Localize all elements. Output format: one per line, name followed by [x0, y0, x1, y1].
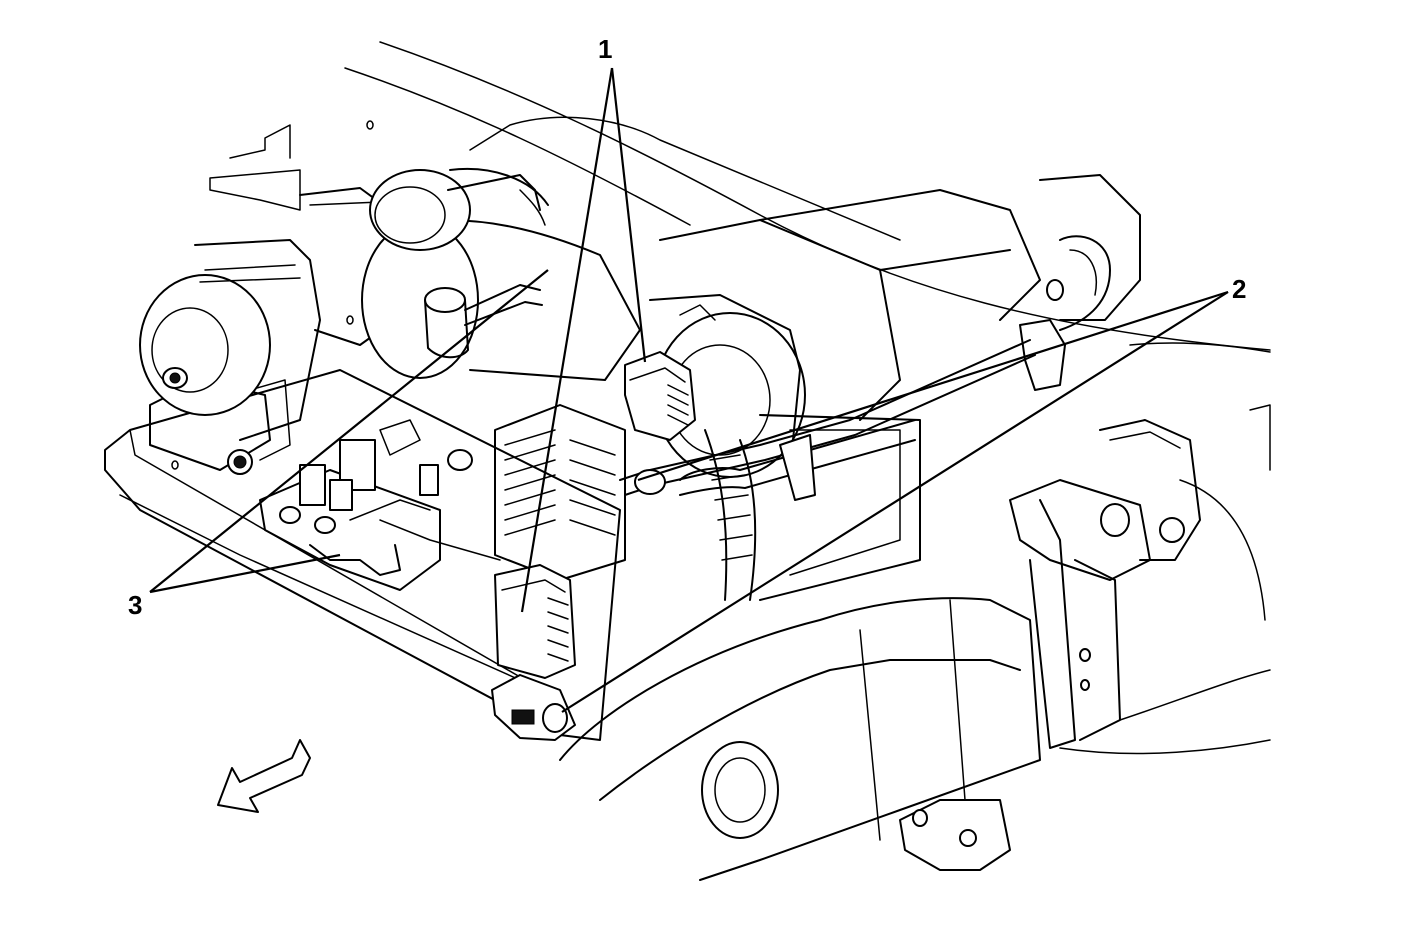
callout-1-leaders: [520, 67, 647, 613]
upper-frame-housing: [659, 174, 1141, 421]
air-supply-line: [619, 339, 1036, 501]
callout-1-label: 1: [598, 34, 612, 64]
harness-connector-bottom: [491, 674, 576, 741]
compressor-cylinder: [361, 168, 641, 381]
exhaust-solenoid-valve-block: [259, 419, 501, 591]
cross-member-right: [1009, 404, 1271, 755]
wiring-harness: [679, 419, 916, 601]
callout-3-label: 3: [128, 590, 142, 620]
callout-2-label: 2: [1232, 274, 1246, 304]
front-direction-arrow-icon: [217, 739, 311, 813]
electrical-connector-lower: [494, 564, 576, 679]
compressor-motor-left: [139, 187, 396, 441]
vehicle-body-outline: [209, 41, 1271, 353]
compressor-relay-module: [494, 404, 626, 581]
frame-rail-front: [559, 597, 1041, 881]
side-rail-panel: [759, 414, 921, 601]
callout-3-leaders: [149, 269, 549, 594]
electrical-connector-upper: [624, 351, 696, 441]
callout-2-leaders: [561, 290, 1229, 713]
air-line-fitting: [424, 284, 543, 359]
